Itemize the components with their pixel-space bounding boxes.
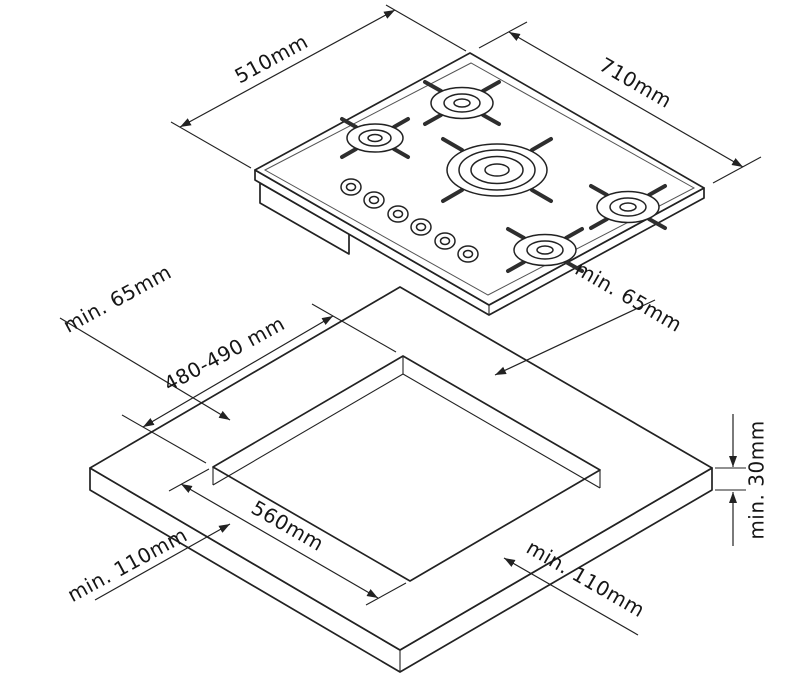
grate-front [506,227,584,273]
burner-back-center [430,86,494,120]
burner-right [596,190,660,224]
cutout-wall-bottom [212,373,404,486]
burner-front [513,233,577,267]
dim-line [180,483,379,599]
grate-back-center [423,80,501,126]
ext-line [311,303,397,353]
ext-line [170,121,252,169]
leader-line [503,557,639,636]
dim-line [142,315,334,428]
hob-width-label: 710mm [595,52,676,113]
ext-line [478,21,528,49]
grate-wok [441,137,553,203]
hob-control-knobs [340,178,479,263]
dim-line [508,31,744,168]
burner-back-left [346,123,404,153]
clearance-back-left-label: min. 65mm [59,260,175,338]
ext-line [365,582,407,606]
ext-line [168,468,210,492]
burner-wok-center [446,143,548,197]
leader-line [494,299,656,376]
grate-right [589,184,667,230]
knob-5 [434,232,456,250]
ext-line [385,4,467,52]
hob-depth-label: 510mm [231,29,312,88]
clearance-back-right-label: min. 65mm [571,256,686,336]
clearance-front-left-label: min. 110mm [63,523,191,607]
knob-6 [457,245,479,263]
knob-4 [410,218,432,236]
worktop-thickness-label: min. 30mm [745,420,769,539]
hob-top-inset-line [263,62,696,296]
cutout-wall-bottom [402,373,601,489]
ext-line [712,156,762,184]
dim-worktop-thickness-30: min. 30mm [715,414,769,546]
leader-clearance-back-left: min. 65mm [59,260,231,421]
ext-line [121,414,207,464]
cutout-inner-walls [212,356,601,489]
knob-3 [387,205,409,223]
worktop-group [89,286,713,673]
knob-2 [363,191,385,209]
dim-line [179,9,396,128]
knob-1 [340,178,362,196]
leader-line [94,523,231,601]
